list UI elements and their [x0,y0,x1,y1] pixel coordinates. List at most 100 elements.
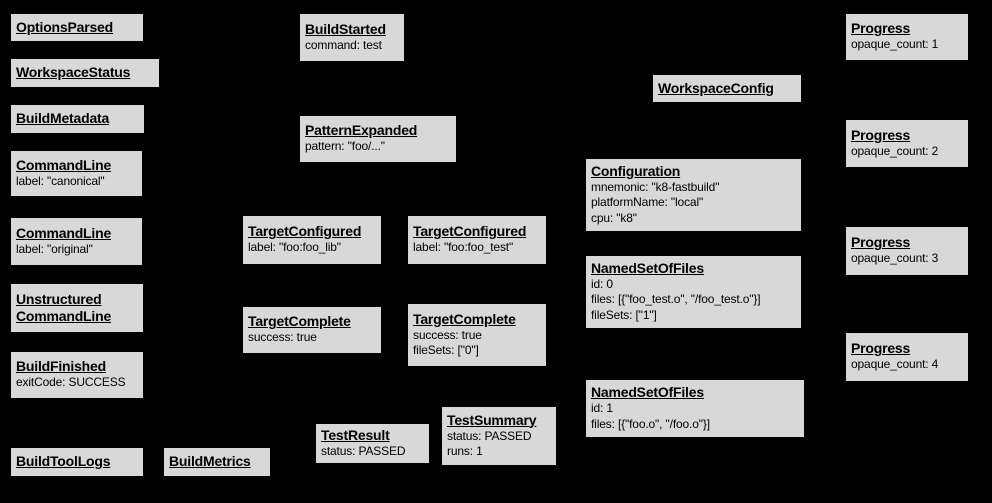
node-title-line: WorkspaceConfig [658,79,774,96]
event-node-workspace-config: WorkspaceConfig [652,74,802,103]
node-title: TestResult [321,427,424,444]
node-title-line: TargetComplete [248,313,351,330]
node-field: files: [{"foo_test.o", "/foo_test.o"}] [591,292,761,307]
node-title: BuildMetadata [16,110,139,127]
node-title: WorkspaceConfig [658,80,796,97]
node-field: pattern: "foo/..." [305,139,385,154]
node-field: label: "original" [16,241,93,256]
node-field: opaque_count: 2 [851,143,939,158]
node-field: fileSets: ["0"] [413,343,479,357]
node-title: Progress [851,127,963,144]
node-title-line: NamedSetOfFiles [591,384,704,400]
node-field: exitCode: SUCCESS [16,375,126,390]
node-title: Progress [851,234,963,251]
node-title: TargetConfigured [248,223,376,240]
node-title-line: BuildToolLogs [16,453,111,469]
node-title-line: Progress [851,20,911,37]
node-title: OptionsParsed [16,19,138,36]
node-field: command: test [305,37,382,52]
node-title: BuildStarted [305,21,399,38]
node-title-line: NamedSetOfFiles [591,259,704,276]
node-title: CommandLine [16,157,137,174]
node-title-line: BuildMetadata [16,110,110,126]
node-title-line: TestSummary [447,411,537,428]
node-title-line: Unstructured [16,290,102,307]
node-field: mnemonic: "k8-fastbuild" [591,179,720,194]
node-title-line: TargetConfigured [248,223,362,240]
node-field: id: 1 [591,401,613,415]
node-field: success: true [413,327,482,342]
node-title-line: BuildFinished [16,358,106,375]
node-field: id: 0 [591,276,613,291]
node-field: fileSets: ["1"] [591,307,657,322]
node-title-line: TargetComplete [413,310,516,327]
node-field: files: [{"foo.o", "/foo.o"}] [591,416,710,431]
node-field: status: PASSED [447,428,532,443]
event-node-workspace-status: WorkspaceStatus [10,58,160,88]
event-node-options-parsed: OptionsParsed [10,13,144,42]
node-field: platformName: "local" [591,195,704,210]
node-field: runs: 1 [447,444,483,458]
node-title: BuildMetrics [169,453,265,470]
node-title-line: Progress [851,340,911,357]
node-title-line: Progress [851,234,911,251]
node-title: CommandLine [16,225,137,242]
node-title-line: PatternExpanded [305,122,418,139]
node-title-line: CommandLine [16,224,112,241]
node-title-line: TargetConfigured [413,223,527,240]
node-field: opaque_count: 1 [851,37,939,52]
node-title: NamedSetOfFiles [591,384,799,401]
node-title: NamedSetOfFiles [591,260,796,277]
node-title-line: Progress [851,126,911,143]
event-node-build-metrics: BuildMetrics [163,447,271,477]
node-field: label: "foo:foo_lib" [248,240,341,255]
node-field: label: "foo:foo_test" [413,240,514,255]
node-field: status: PASSED [321,443,406,458]
node-title: TargetComplete [413,311,541,328]
node-title: BuildFinished [16,358,138,375]
node-title-line: CommandLine [16,307,112,324]
node-title: WorkspaceStatus [16,64,154,81]
node-title-line: OptionsParsed [16,18,113,35]
node-title: TestSummary [447,412,551,429]
node-title-line: CommandLine [16,156,112,173]
node-field: cpu: "k8" [591,210,637,225]
node-title-line: BuildMetrics [169,453,251,469]
node-title-line: BuildStarted [305,20,386,37]
node-title: Progress [851,20,963,37]
node-title-line: TestResult [321,426,390,443]
node-title: PatternExpanded [305,122,451,139]
node-title: BuildToolLogs [16,453,138,470]
node-field: opaque_count: 3 [851,251,939,266]
node-title-line: Configuration [591,162,681,179]
node-field: label: "canonical" [16,173,105,188]
node-title: Progress [851,340,963,357]
node-title: Configuration [591,163,796,180]
node-field: opaque_count: 4 [851,357,939,372]
event-node-build-metadata: BuildMetadata [10,104,145,134]
node-title: TargetConfigured [413,223,541,240]
node-title-line: WorkspaceStatus [16,64,131,80]
node-field: success: true [248,330,317,345]
